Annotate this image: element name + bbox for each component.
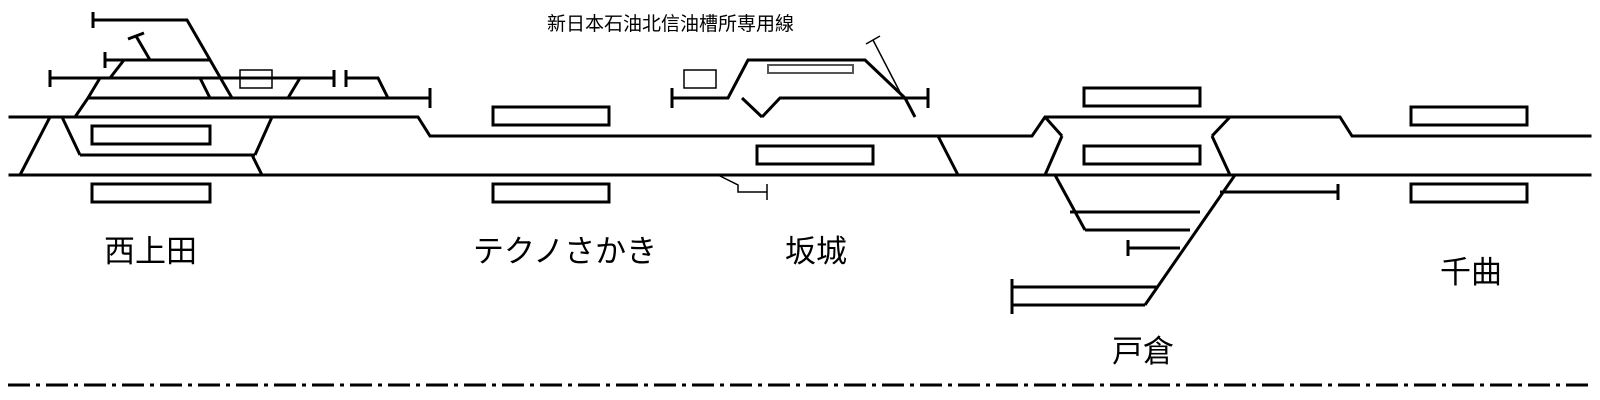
platform-chikuma-upper: [1409, 105, 1529, 127]
station-label-togura: 戸倉: [1112, 334, 1174, 370]
main-tracks: [8, 115, 1592, 177]
station-label-techno-sakaki: テクノさかき: [473, 234, 657, 270]
togura-yard: [1010, 115, 1340, 314]
platform-chikuma-lower: [1409, 182, 1529, 204]
platform-togura-upper: [1082, 86, 1202, 108]
main-track-upper: [8, 115, 1592, 138]
platform-techno-upper: [491, 105, 611, 127]
platform-sakaki-siding: [767, 64, 854, 74]
platforms: [90, 64, 1529, 204]
platform-togura-island: [1082, 144, 1202, 166]
station-label-sakaki: 坂城: [785, 234, 847, 270]
nishiueda-building: [239, 69, 273, 89]
sakaki-siding: [670, 35, 960, 200]
station-label-nishiueda: 西上田: [104, 234, 197, 270]
station-label-chikuma: 千曲: [1440, 255, 1502, 291]
siding-label: 新日本石油北信油槽所専用線: [547, 13, 794, 35]
platform-techno-lower: [491, 182, 611, 204]
platform-sakaki: [755, 144, 875, 166]
nishiueda-yard: [18, 12, 432, 176]
sakaki-siding-building: [683, 69, 717, 89]
platform-nishiueda-island: [90, 124, 212, 146]
platform-nishiueda-side: [90, 182, 212, 204]
